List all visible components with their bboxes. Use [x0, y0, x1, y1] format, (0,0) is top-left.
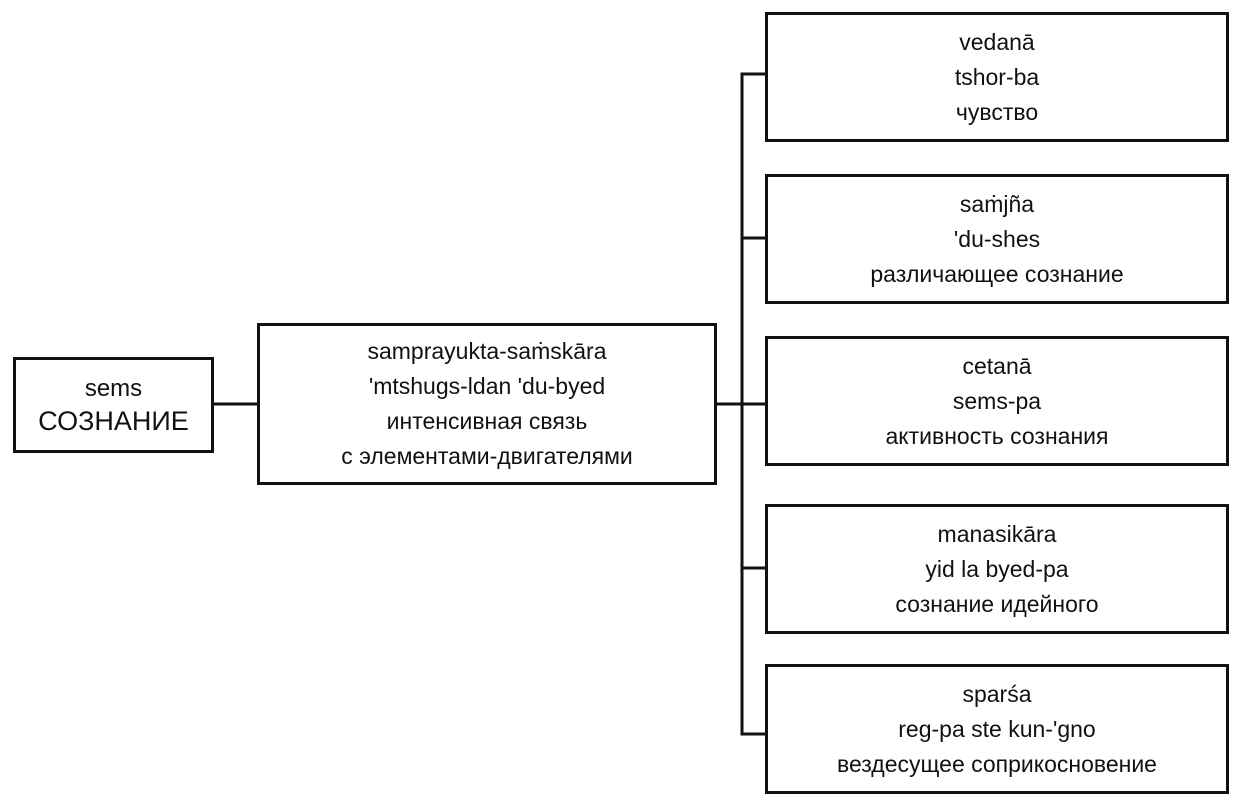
leaf-node-line-2: tshor-ba	[954, 63, 1040, 90]
middle-node-line-2: 'mtshugs-ldan 'du-byed	[368, 373, 606, 399]
middle-node-line-3: интенсивная связь	[386, 408, 588, 434]
leaf-node-line-2: reg-pa ste kun-'gno	[898, 715, 1096, 742]
leaf-node-line-3: различающее сознание	[870, 260, 1124, 287]
leaf-node-line-3: сознание идейного	[895, 590, 1099, 617]
leaf-node-line-1: vedanā	[959, 28, 1035, 55]
leaf-node-samjna: saṁjña 'du-shes различающее сознание	[765, 174, 1229, 304]
leaf-node-line-3: чувство	[955, 98, 1039, 125]
middle-node-line-1: samprayukta-saṁskāra	[367, 338, 607, 364]
root-node-line-2: СОЗНАНИЕ	[38, 406, 189, 436]
leaf-node-line-1: cetanā	[962, 352, 1032, 379]
root-node-line-1: sems	[84, 375, 143, 402]
leaf-node-line-1: sparśa	[962, 680, 1032, 707]
leaf-node-line-1: manasikāra	[937, 520, 1057, 547]
middle-node-samprayukta: samprayukta-saṁskāra 'mtshugs-ldan 'du-b…	[257, 323, 717, 485]
leaf-node-line-2: sems-pa	[952, 387, 1042, 414]
leaf-node-line-3: активность сознания	[885, 422, 1109, 449]
leaf-node-sparsa: sparśa reg-pa ste kun-'gno вездесущее со…	[765, 664, 1229, 794]
leaf-node-cetana: cetanā sems-pa активность сознания	[765, 336, 1229, 466]
leaf-node-line-3: вездесущее соприкосновение	[837, 750, 1157, 777]
root-node-sems: sems СОЗНАНИЕ	[13, 357, 214, 453]
leaf-node-line-2: yid la byed-pa	[925, 555, 1069, 582]
leaf-node-manasikara: manasikāra yid la byed-pa сознание идейн…	[765, 504, 1229, 634]
leaf-node-line-2: 'du-shes	[953, 225, 1041, 252]
middle-node-line-4: с элементами-двигателями	[341, 443, 633, 469]
leaf-node-line-1: saṁjña	[959, 190, 1035, 217]
leaf-node-vedana: vedanā tshor-ba чувство	[765, 12, 1229, 142]
